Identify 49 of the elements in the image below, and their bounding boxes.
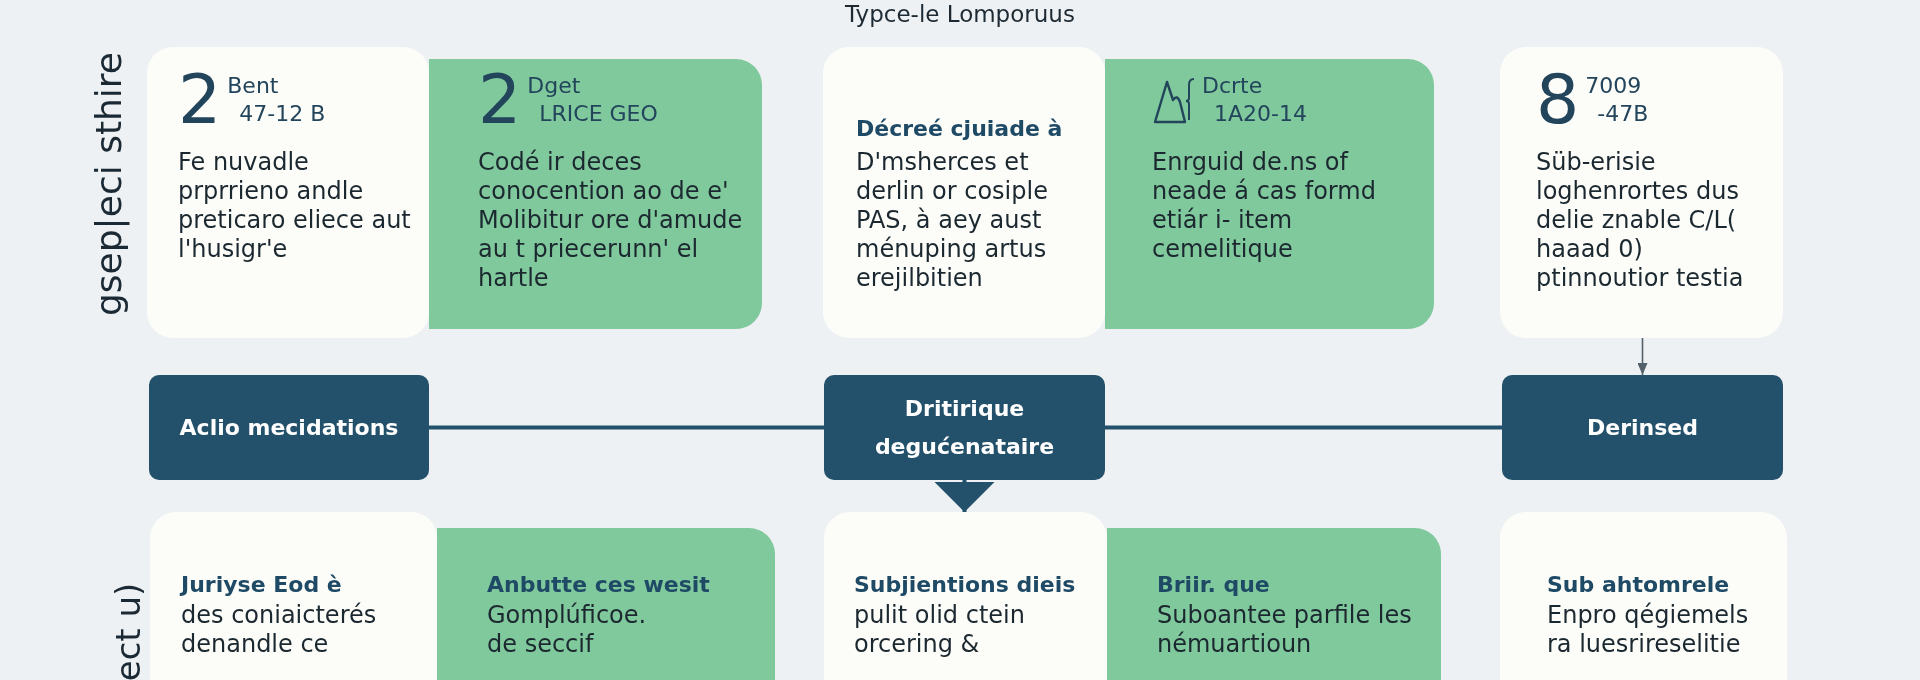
info-card [1107,528,1441,680]
stage-box [149,375,429,480]
row-label: ect u) [108,582,148,680]
card-code: Dcrte [1202,72,1264,100]
info-card [150,512,437,680]
card-text: des coniaicterés denandle ce [181,601,378,659]
card-heading: Décreé cjuiade à [856,116,1063,142]
card-heading: Juriyse Eod è [181,572,342,598]
card-code: LRICE GEO [539,100,658,128]
card-text: Enrguid de.ns of neade á cas formd etiár i- item cemelitique [1152,148,1377,264]
stage-box [824,375,1105,480]
info-card [147,47,429,338]
card-text: Suboantee parfile les némuartioun [1157,601,1413,659]
card-heading: Briir. que [1157,572,1270,598]
info-card [824,512,1107,680]
card-text: Fe nuvadle prprrieno andle preticaro eliece aut l'husigr'e [178,148,412,264]
stage-label: Aclio mecidations [179,413,399,442]
card-code: 1A20-14 [1214,100,1307,128]
row-label: gsep|eci sthire [87,52,129,316]
stage-label: Dritirique degućenataire [873,394,1056,461]
card-heading: Anbutte ces wesit [487,572,710,598]
pointer-arrow [934,480,995,512]
card-text: Gomplúficoe. de seccif [487,601,648,659]
info-card [1105,59,1434,329]
card-text: Enpro qégiemels ra luesrireselitie [1547,601,1750,659]
stage-label: Derinsed [1587,413,1698,442]
card-heading: Subjientions dieis [854,572,1076,598]
card-code: -47B [1597,100,1649,128]
card-heading: Sub ahtomrele [1547,572,1730,598]
stage-box [1502,375,1783,480]
arrow [1637,337,1648,376]
diagram-title: Typce-le Lomporuus [845,1,1075,27]
card-text: pulit olid ctein orcering & [854,601,1026,659]
info-card [429,59,762,329]
connector-line [429,425,824,430]
card-text: D'msherces et derlin or cosiple PAS, à aey aust ménuping artus erejilbitien [856,148,1049,293]
card-text: Codé ir deces conocention ao de e' Molibitur ore d'amude au t priecerunn' el hartle [478,148,744,293]
card-code: Bent [227,72,280,100]
step-number: 8 [1536,70,1580,130]
info-card [1500,47,1783,338]
connector-line [1105,425,1502,430]
card-text: Süb-erisie loghenrortes dus delie znable C/L( haaad 0) ptinnoutior testia [1536,148,1745,293]
card-code: 7009 [1585,72,1643,100]
info-card [437,528,775,680]
step-number: 2 [478,70,522,130]
step-number: 2 [178,70,222,130]
card-code: Dget [527,72,582,100]
info-card [823,47,1105,338]
card-code: 47-12 B [239,100,326,128]
